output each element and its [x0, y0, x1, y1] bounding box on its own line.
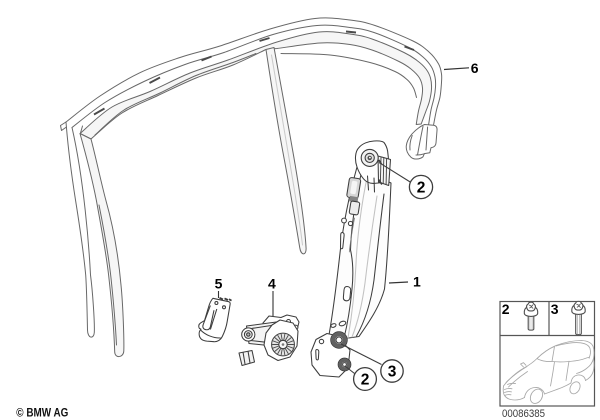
svg-text:2: 2 [417, 180, 426, 197]
svg-text:00086385: 00086385 [502, 408, 545, 420]
svg-text:4: 4 [268, 275, 276, 291]
svg-text:3: 3 [551, 301, 559, 317]
svg-text:3: 3 [388, 364, 397, 381]
svg-text:1: 1 [413, 274, 421, 290]
svg-text:2: 2 [502, 301, 510, 317]
svg-text:6: 6 [471, 60, 479, 76]
svg-text:5: 5 [215, 276, 223, 292]
svg-text:2: 2 [361, 372, 370, 389]
svg-text:© BMW AG: © BMW AG [16, 407, 68, 420]
